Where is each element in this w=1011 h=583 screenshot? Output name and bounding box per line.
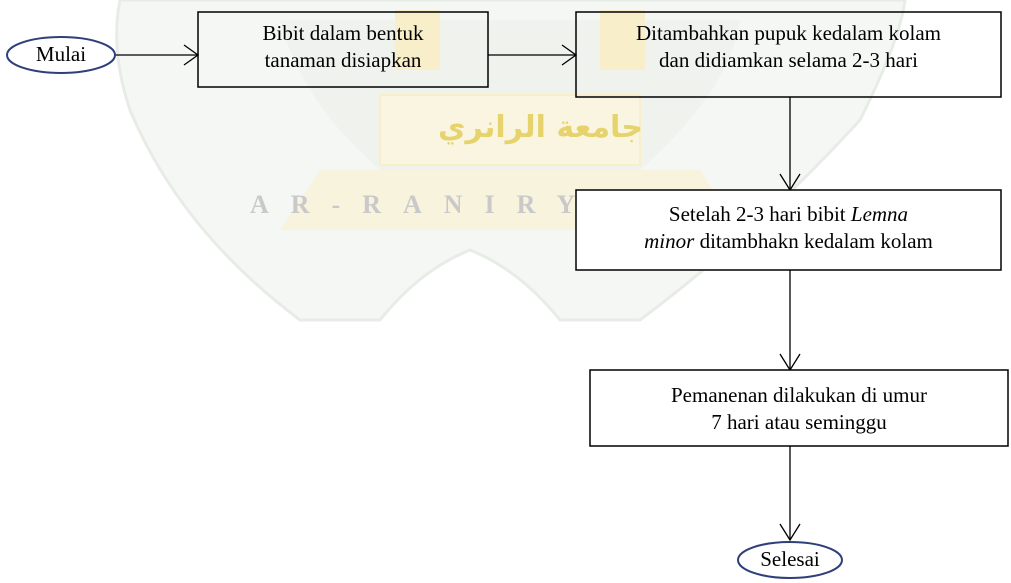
step3-line1-prefix: Setelah 2-3 hari bibit [668, 202, 851, 226]
step4-node: Pemanenan dilakukan di umur 7 hari atau … [590, 382, 1008, 436]
step3-line2-suffix: ditambhakn kedalam kolam [694, 229, 933, 253]
start-node-shape [6, 36, 116, 74]
step3-node: Setelah 2-3 hari bibit Lemna minor ditam… [576, 201, 1001, 255]
start-label: Mulai [35, 42, 87, 66]
step4-line1: Pemanenan dilakukan di umur [670, 383, 928, 407]
step4-box [589, 369, 1009, 447]
step2-node: Ditambahkan pupuk kedalam kolam dan didi… [576, 20, 1001, 74]
step1-line2: tanaman disiapkan [264, 48, 422, 72]
watermark-banner [379, 94, 641, 166]
end-node-shape [737, 541, 843, 579]
step2-box [575, 11, 1002, 98]
step1-line1: Bibit dalam bentuk [262, 21, 424, 45]
watermark-arabic-text: جامعة الرانري [438, 110, 643, 145]
end-label: Selesai [760, 547, 820, 571]
step3-box [575, 189, 1002, 271]
watermark-tower-right [600, 10, 645, 70]
watermark-latin-text: AR-RANIRY [250, 190, 598, 219]
step3-line1: Setelah 2-3 hari bibit Lemna [576, 201, 1001, 228]
step3-line1-italic: Lemna [850, 202, 909, 226]
end-node: Selesai [738, 546, 842, 573]
step1-node: Bibit dalam bentuk tanaman disiapkan [198, 20, 488, 74]
step2-line2: dan didiamkan selama 2-3 hari [659, 48, 918, 72]
step3-line2: minor ditambhakn kedalam kolam [576, 228, 1001, 255]
step3-line2-italic: minor [644, 229, 695, 253]
step4-line2: 7 hari atau seminggu [711, 410, 887, 434]
start-node: Mulai [10, 41, 112, 68]
arrowhead-end [779, 523, 801, 542]
watermark-tower-left [395, 10, 440, 70]
step1-box [197, 11, 489, 88]
step2-line1: Ditambahkan pupuk kedalam kolam [635, 21, 941, 45]
